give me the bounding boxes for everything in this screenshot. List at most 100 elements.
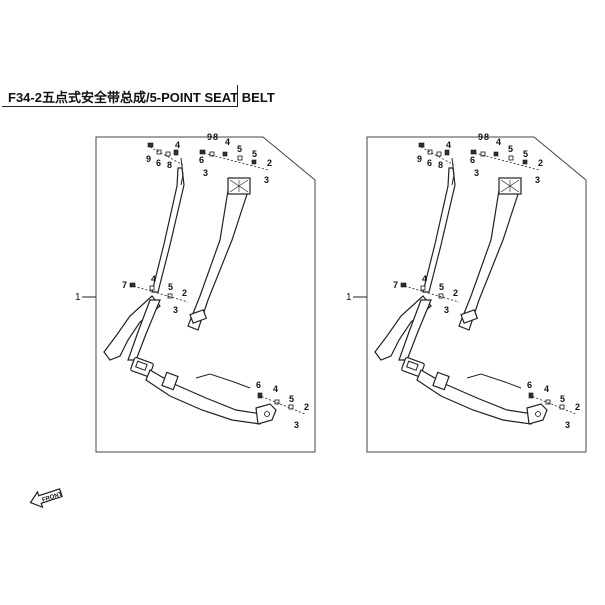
assembly-panel-left [95,136,316,453]
callout-4: 4 [422,274,427,284]
strap-pad-hatch [229,179,249,193]
anchor-hole [264,411,270,417]
bolt-icon [222,151,228,157]
washer-icon [237,155,243,161]
buckle-slot [135,360,148,371]
callout-3: 3 [173,305,178,315]
callout-6: 6 [199,155,204,165]
callout-6: 6 [427,158,432,168]
assembly-left: 1 9 6 8 4 9 8 4 6 5 5 2 [75,132,316,453]
callout-3: 3 [264,175,269,185]
callout-3: 3 [474,168,479,178]
strap-anchor [180,157,184,186]
callout-6: 6 [256,380,261,390]
shoulder-strap-left [422,167,456,293]
lap-belt [145,369,263,425]
anchor-hole [535,411,541,417]
callout-5: 5 [523,149,528,159]
washer-icon [438,293,444,299]
bolt-icon [257,392,263,399]
callout-6: 6 [527,380,532,390]
nut-icon [156,149,162,155]
callout-2: 2 [182,288,187,298]
bolt-icon [147,142,154,148]
nut-icon [480,151,486,157]
bolt-icon [418,142,425,148]
buckle-slot [406,360,419,371]
callout-4: 4 [151,274,156,284]
washer-icon [288,404,294,410]
callout-5: 5 [439,282,444,292]
callout-3: 3 [565,420,570,430]
callout-4: 4 [544,384,549,394]
shoulder-strap-right [187,177,251,331]
shoulder-strap-left [151,167,185,293]
callout-9: 9 [417,154,422,164]
bolt-icon [493,151,499,157]
strap-pad-hatch [500,179,520,193]
shoulder-strap-right [458,177,522,331]
callout-assembly-left: 1 [75,292,81,303]
lap-adjuster [432,371,450,391]
hardware-top-right: 9 8 4 6 5 5 2 3 3 [199,132,272,185]
leader-line [257,394,306,415]
callout-9: 9 [207,132,212,142]
callout-5: 5 [508,144,513,154]
callout-8: 8 [484,132,489,142]
callout-5: 5 [289,394,294,404]
callout-2: 2 [453,288,458,298]
nut-icon [149,285,155,291]
callout-2: 2 [267,158,272,168]
washer-icon [559,404,565,410]
washer-icon [165,151,171,157]
lap-adjuster [161,371,179,391]
callout-4: 4 [496,137,501,147]
lap-belt [416,369,534,425]
callout-assembly-right: 1 [346,292,352,303]
callout-4: 4 [446,140,451,150]
hardware-top-left: 9 6 8 4 [146,140,184,170]
callout-9: 9 [146,154,151,164]
callout-2: 2 [538,158,543,168]
nut-icon [545,399,551,405]
callout-7: 7 [393,280,398,290]
callout-8: 8 [213,132,218,142]
callout-4: 4 [175,140,180,150]
callout-5: 5 [168,282,173,292]
callout-4: 4 [273,384,278,394]
callout-5: 5 [560,394,565,404]
hardware-mid: 7 4 5 2 3 [393,274,460,315]
callout-4: 4 [225,137,230,147]
hardware-bottom: 6 4 5 2 3 [256,380,309,430]
callout-6: 6 [470,155,475,165]
callout-3: 3 [294,420,299,430]
hardware-top-left: 9 6 8 4 [417,140,455,170]
nut-icon [209,151,215,157]
nut-icon [251,159,257,165]
callout-9: 9 [478,132,483,142]
nut-icon [522,159,528,165]
bolt-icon [444,149,450,156]
hardware-top-right: 9 8 4 6 5 5 2 3 3 [470,132,543,185]
assembly-panel-right [366,136,587,453]
strap-adjuster [460,309,479,324]
lap-strap-loop [466,373,522,389]
front-direction-marker: FRONT [29,488,63,509]
nut-icon [427,149,433,155]
callout-2: 2 [304,402,309,412]
hardware-bottom: 6 4 5 2 3 [527,380,580,430]
callout-2: 2 [575,402,580,412]
callout-5: 5 [252,149,257,159]
callout-6: 6 [156,158,161,168]
bolt-icon [528,392,534,399]
front-arrow-icon [29,488,63,509]
washer-icon [436,151,442,157]
strap-anchor [451,157,455,186]
callout-3: 3 [535,175,540,185]
callout-3: 3 [203,168,208,178]
callout-7: 7 [122,280,127,290]
lap-strap-loop [195,373,251,389]
callout-5: 5 [237,144,242,154]
nut-icon [274,399,280,405]
